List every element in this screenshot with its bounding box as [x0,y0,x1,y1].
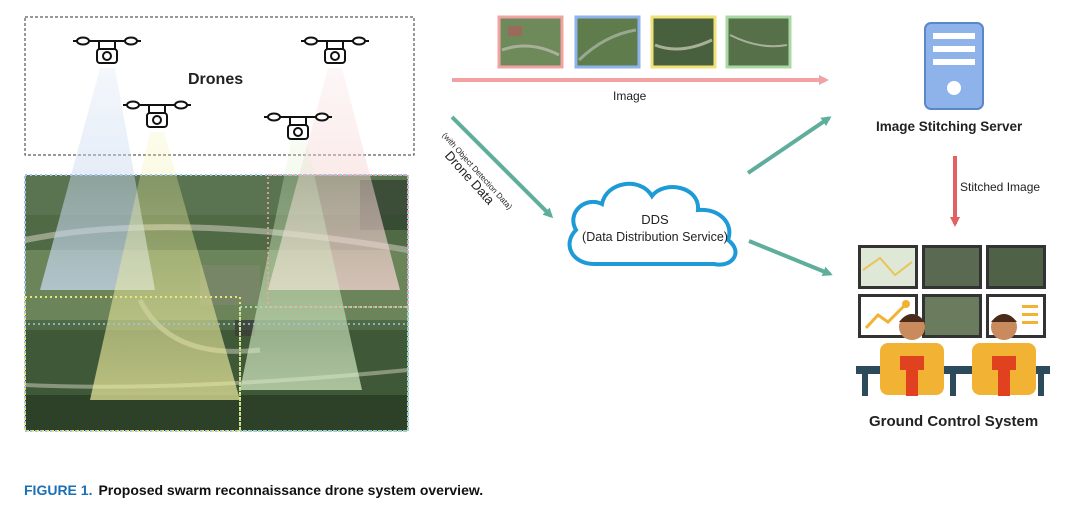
operator-icon [856,245,1050,396]
dds-to-gcs-arrow [748,239,833,276]
drones-label: Drones [188,71,244,88]
coverage-cone-yellow [90,132,240,400]
image-thumbnails [497,15,792,69]
cloud-icon [567,181,738,267]
coverage-cone-green [240,138,362,390]
figure-caption: FIGURE 1. Proposed swarm reconnaissance d… [24,482,483,498]
figure-number: FIGURE 1. [24,482,93,498]
ground-control-label: Ground Control System [869,413,1039,430]
server-label: Image Stitching Server [876,119,1023,134]
dds-to-server-arrow [746,116,832,175]
dds-subtitle: (Data Distribution Service) [582,230,728,244]
image-label: Image [613,89,647,103]
dds-label: DDS [641,212,669,227]
stitched-image-label: Stitched Image [960,180,1041,194]
server-icon [924,22,984,110]
drone-data-arrow [450,115,554,219]
coverage-cone-blue [40,68,155,290]
caption-text: Proposed swarm reconnaissance drone syst… [98,482,484,498]
